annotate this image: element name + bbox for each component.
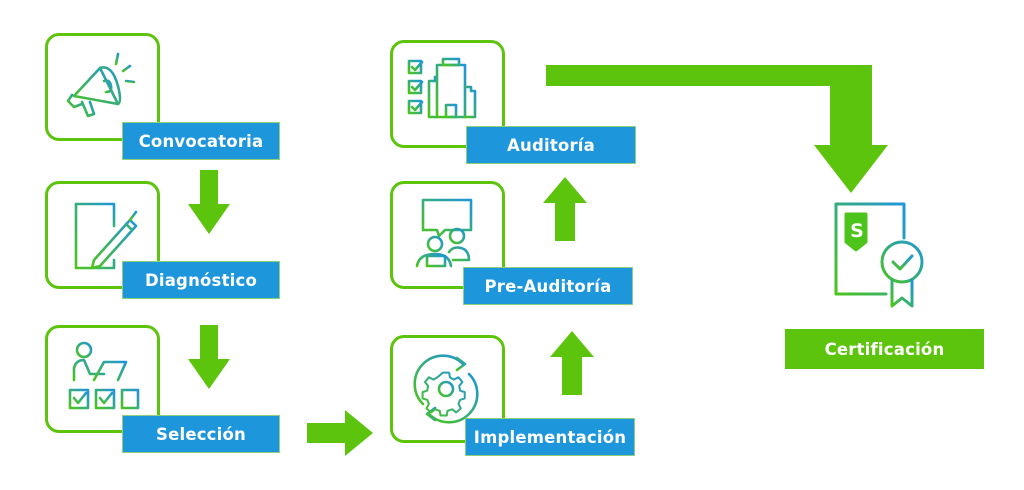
step-card-diagnostico <box>45 181 160 289</box>
gear-cycle-icon <box>413 354 479 424</box>
step-label-auditoria: Auditoría <box>466 126 636 164</box>
document-pen-icon <box>74 202 138 270</box>
certificate-letter: S <box>850 220 864 242</box>
step-card-pre-auditoria <box>390 181 505 289</box>
step-card-convocatoria <box>45 33 160 141</box>
certificate-badge-icon <box>834 202 924 308</box>
checklist-building-icon <box>407 57 477 119</box>
person-desk-checkboxes-icon <box>68 341 140 410</box>
arrow-down-icon <box>188 170 230 234</box>
step-label-implementacion: Implementación <box>465 418 635 456</box>
step-label-seleccion: Selección <box>122 415 280 453</box>
step-label-convocatoria: Convocatoria <box>122 122 280 160</box>
arrow-up-icon <box>543 177 587 241</box>
megaphone-icon <box>66 52 136 118</box>
step-label-pre-auditoria: Pre-Auditoría <box>463 267 633 305</box>
arrow-down-icon <box>188 325 230 389</box>
arrow-up-icon <box>550 331 594 395</box>
arrow-right-down-icon <box>546 65 888 193</box>
step-label-diagnostico: Diagnóstico <box>122 261 280 299</box>
step-label-certificacion: Certificación <box>785 329 984 369</box>
arrow-right-icon <box>307 410 373 456</box>
meeting-speech-bubble-icon <box>407 198 477 270</box>
